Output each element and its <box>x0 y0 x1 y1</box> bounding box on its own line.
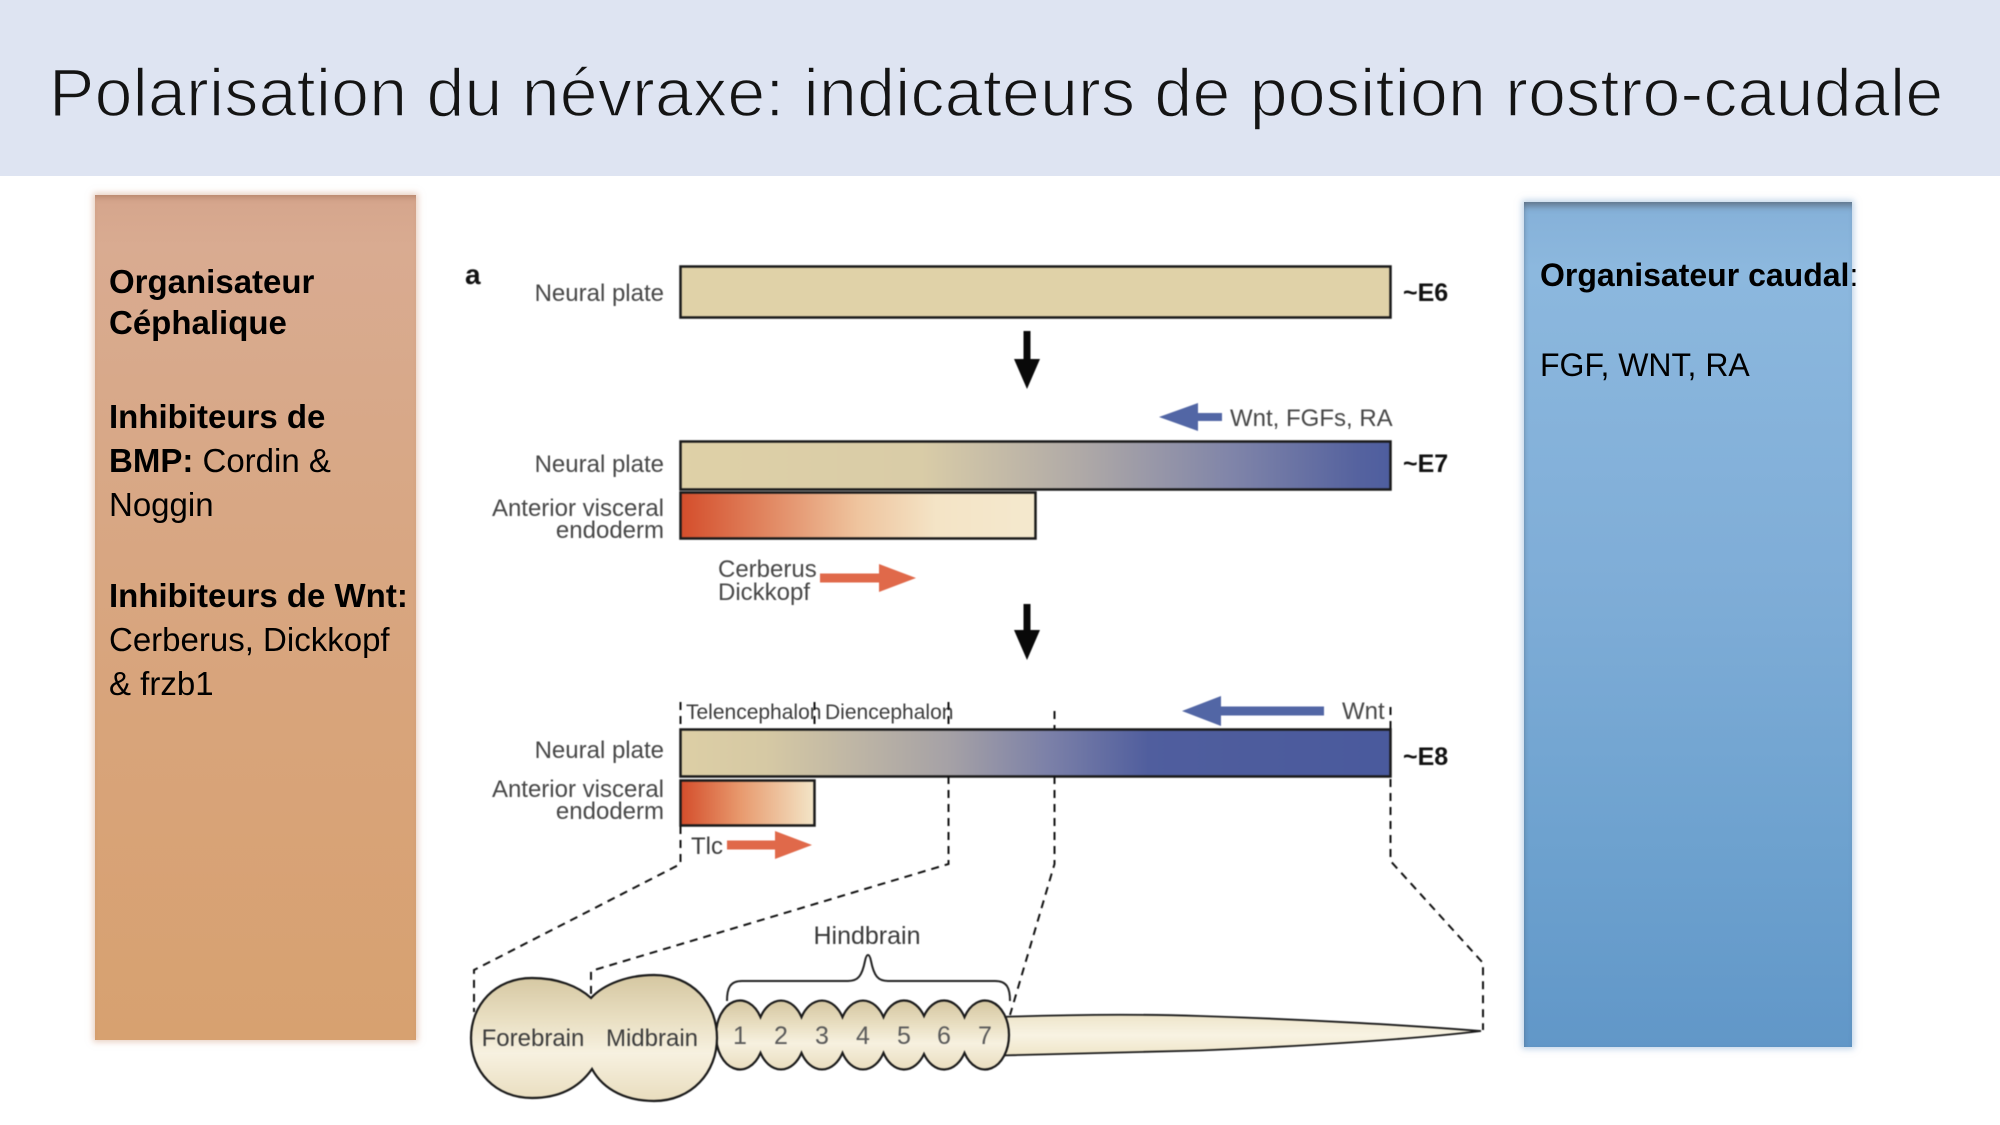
svg-text:Anterior visceral: Anterior visceral <box>492 776 664 803</box>
svg-text:Diencephalon: Diencephalon <box>825 701 953 724</box>
svg-text:5: 5 <box>897 1022 911 1050</box>
svg-text:6: 6 <box>937 1022 951 1050</box>
svg-text:Forebrain: Forebrain <box>482 1025 585 1052</box>
svg-text:endoderm: endoderm <box>556 517 664 544</box>
svg-text:Neural plate: Neural plate <box>535 280 664 307</box>
svg-text:Midbrain: Midbrain <box>606 1025 698 1052</box>
svg-text:Neural plate: Neural plate <box>535 737 664 764</box>
svg-text:Tlc: Tlc <box>691 833 723 860</box>
svg-text:~E7: ~E7 <box>1403 450 1448 478</box>
svg-text:Wnt: Wnt <box>1342 698 1385 725</box>
svg-text:Dickkopf: Dickkopf <box>718 579 810 606</box>
svg-text:3: 3 <box>815 1022 829 1050</box>
svg-text:7: 7 <box>978 1022 992 1050</box>
svg-text:Anterior visceral: Anterior visceral <box>492 495 664 522</box>
svg-text:~E6: ~E6 <box>1403 279 1448 307</box>
svg-text:Wnt, FGFs, RA: Wnt, FGFs, RA <box>1230 405 1393 432</box>
svg-text:a: a <box>465 259 481 290</box>
svg-text:endoderm: endoderm <box>556 798 664 825</box>
svg-text:4: 4 <box>856 1022 870 1050</box>
svg-text:1: 1 <box>733 1022 747 1050</box>
svg-text:Neural plate: Neural plate <box>535 451 664 478</box>
svg-text:2: 2 <box>774 1022 788 1050</box>
svg-text:Cerberus: Cerberus <box>718 556 817 583</box>
svg-text:Hindbrain: Hindbrain <box>813 922 920 950</box>
svg-text:~E8: ~E8 <box>1403 743 1448 771</box>
svg-text:Telencephalon: Telencephalon <box>686 701 821 724</box>
